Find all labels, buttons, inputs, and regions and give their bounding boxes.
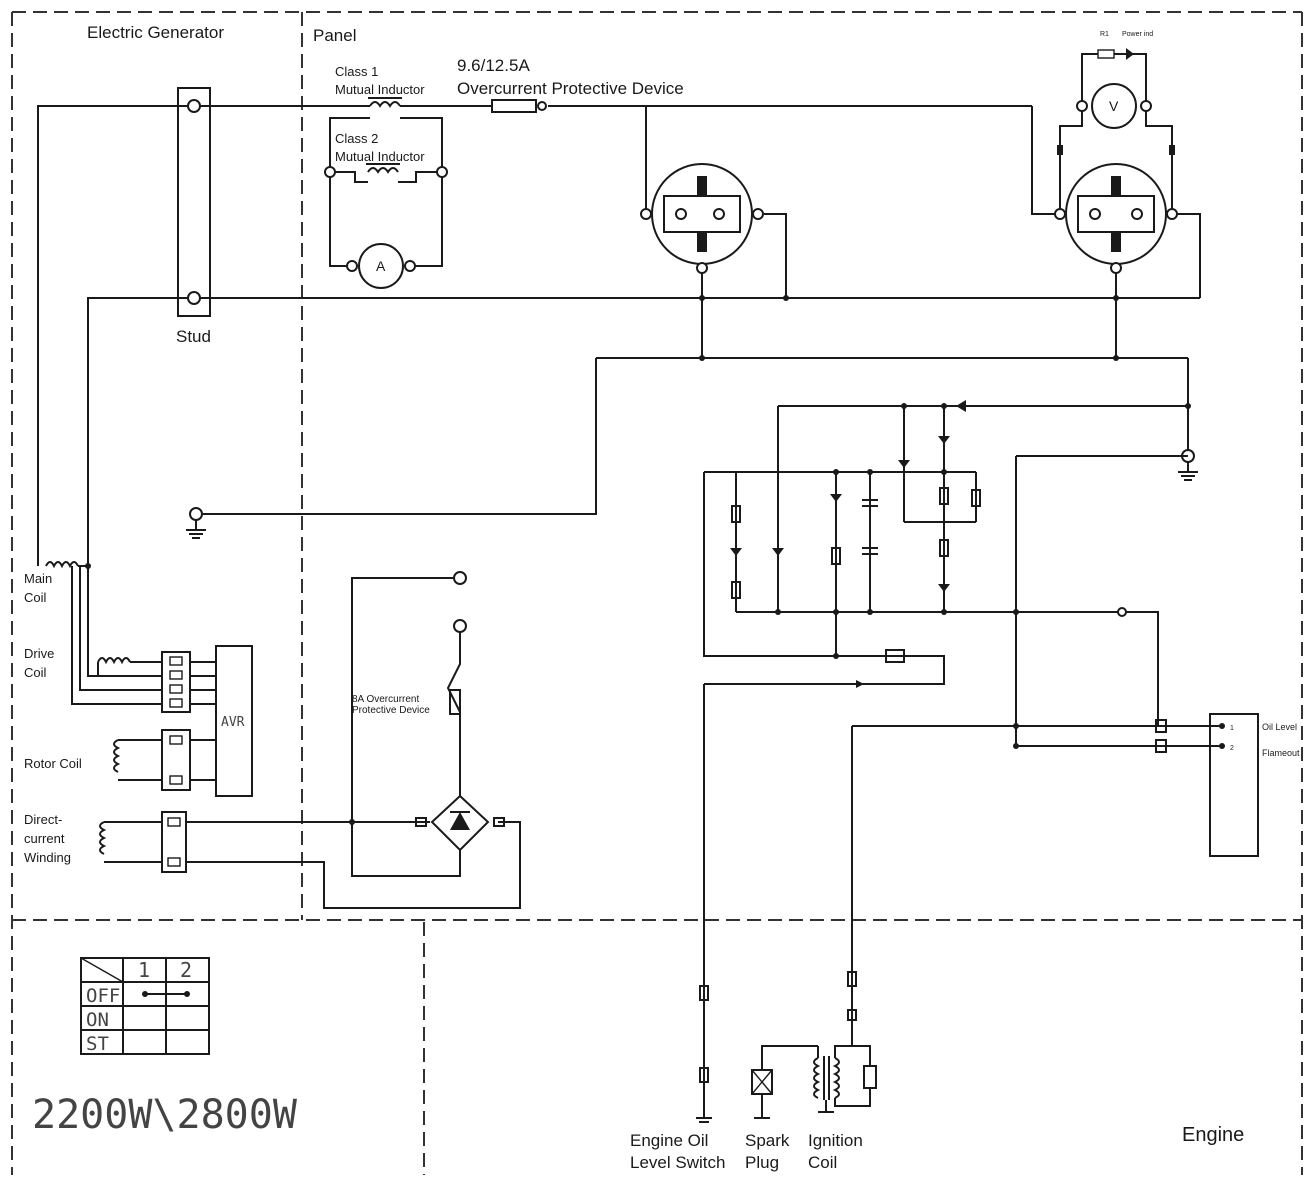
engine-section-title: Engine — [1182, 1124, 1244, 1146]
dc-winding — [99, 811, 521, 909]
overcurrent-label: Overcurrent Protective Device — [457, 79, 684, 98]
avr-label: AVR — [221, 715, 245, 730]
drive-coil-label-line2: Coil — [24, 665, 47, 680]
svg-text:Power ind: Power ind — [1122, 31, 1153, 38]
switch-col-1: 1 — [138, 958, 150, 982]
switch-row-on: ON — [86, 1009, 109, 1031]
ammeter: A — [346, 243, 416, 289]
class2-label-line1: Class 2 — [335, 131, 378, 146]
ground-wire — [186, 295, 1198, 539]
svg-text:1: 1 — [1230, 725, 1234, 732]
live-wire — [37, 105, 1058, 566]
outlet-right — [1054, 163, 1178, 274]
ignition-coil — [813, 971, 877, 1113]
voltmeter-indicator-group: V R1 Power ind — [1057, 31, 1175, 209]
spark-plug — [751, 1045, 818, 1119]
class2-label-line2: Mutual Inductor — [335, 149, 425, 164]
rating-label: 9.6/12.5A — [457, 56, 530, 75]
rotor-coil — [113, 729, 216, 791]
ocpd-8a-label-line2: Protective Device — [352, 705, 430, 716]
spark-plug-label-line2: Plug — [745, 1153, 779, 1172]
class1-mutual-inductor — [329, 97, 443, 170]
ignition-coil-label-line2: Coil — [808, 1153, 837, 1172]
main-overcurrent-device — [491, 99, 547, 113]
class1-label-line1: Class 1 — [335, 64, 378, 79]
ocpd-8a-label-line1: 8A Overcurrent — [352, 694, 419, 705]
drive-coil-label-line1: Drive — [24, 646, 54, 661]
rotor-coil-label: Rotor Coil — [24, 756, 82, 771]
avr-connector — [161, 645, 253, 797]
main-coil-label-line2: Coil — [24, 590, 47, 605]
class1-label-line2: Mutual Inductor — [335, 82, 425, 97]
main-coil — [45, 561, 162, 705]
section-boundaries — [11, 11, 1303, 1175]
class2-mutual-inductor — [324, 163, 448, 267]
spark-plug-label-line1: Spark — [745, 1131, 790, 1150]
switch-table: 1 2 OFF ON ST — [80, 957, 210, 1055]
oil-switch-label-line2: Level Switch — [630, 1153, 725, 1172]
oil-alert-circuit — [703, 400, 1191, 874]
oil-level-switch — [696, 874, 712, 1123]
generator-section-title: Electric Generator — [87, 23, 224, 42]
dc-output-circuit — [349, 571, 505, 877]
switch-row-st: ST — [86, 1033, 109, 1055]
voltmeter-symbol: V — [1109, 98, 1119, 114]
stud-terminal-block — [177, 87, 211, 317]
ammeter-symbol: A — [376, 258, 386, 274]
ignition-coil-label-line1: Ignition — [808, 1131, 863, 1150]
oil-level-label: Oil Level — [1262, 722, 1297, 732]
flameout-label: Flameout — [1262, 748, 1300, 758]
model-label: 2200W\2800W — [32, 1092, 298, 1138]
dc-winding-label-line2: current — [24, 831, 65, 846]
engine-connector: 1 2 — [851, 713, 1259, 1046]
svg-text:R1: R1 — [1100, 31, 1109, 38]
panel-section-title: Panel — [313, 26, 356, 45]
svg-text:2: 2 — [1230, 745, 1234, 752]
outlet-left — [640, 163, 764, 274]
switch-row-off: OFF — [86, 985, 120, 1007]
oil-switch-label-line1: Engine Oil — [630, 1131, 708, 1150]
dc-winding-label-line3: Winding — [24, 850, 71, 865]
dc-winding-label-line1: Direct- — [24, 812, 62, 827]
main-coil-label-line1: Main — [24, 571, 52, 586]
switch-col-2: 2 — [180, 958, 192, 982]
stud-label: Stud — [176, 327, 211, 346]
drive-coil — [97, 657, 162, 676]
